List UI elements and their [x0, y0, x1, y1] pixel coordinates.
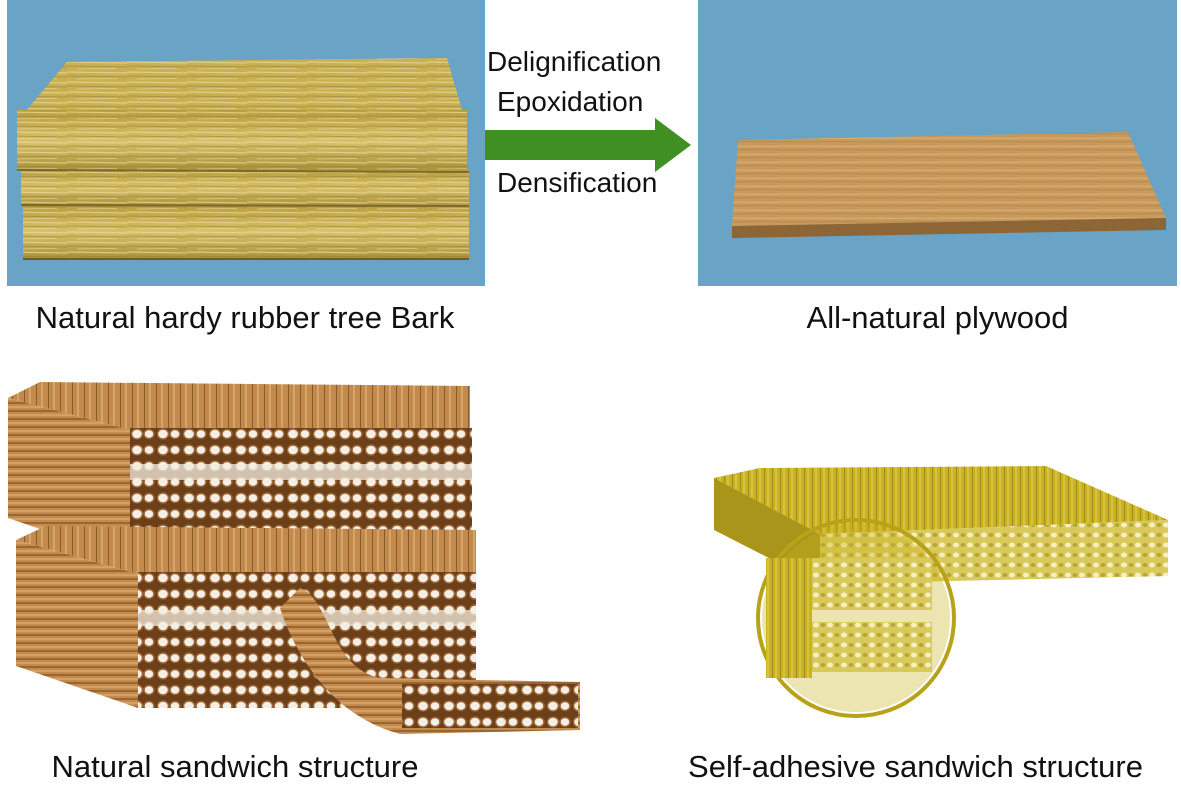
process-arrow-icon	[485, 118, 691, 172]
caption-self-adhesive-sandwich: Self-adhesive sandwich structure	[688, 749, 1143, 784]
caption-plywood: All-natural plywood	[806, 300, 1069, 335]
plywood-photo	[698, 0, 1177, 286]
bark-photo	[7, 0, 485, 286]
step-densification: Densification	[497, 167, 658, 198]
step-delignification: Delignification	[487, 46, 662, 77]
caption-bark: Natural hardy rubber tree Bark	[35, 300, 455, 335]
natural-sandwich-illustration	[0, 378, 590, 750]
caption-natural-sandwich: Natural sandwich structure	[51, 749, 419, 784]
step-epoxidation: Epoxidation	[497, 86, 644, 117]
self-adhesive-sandwich-illustration	[700, 450, 1181, 720]
